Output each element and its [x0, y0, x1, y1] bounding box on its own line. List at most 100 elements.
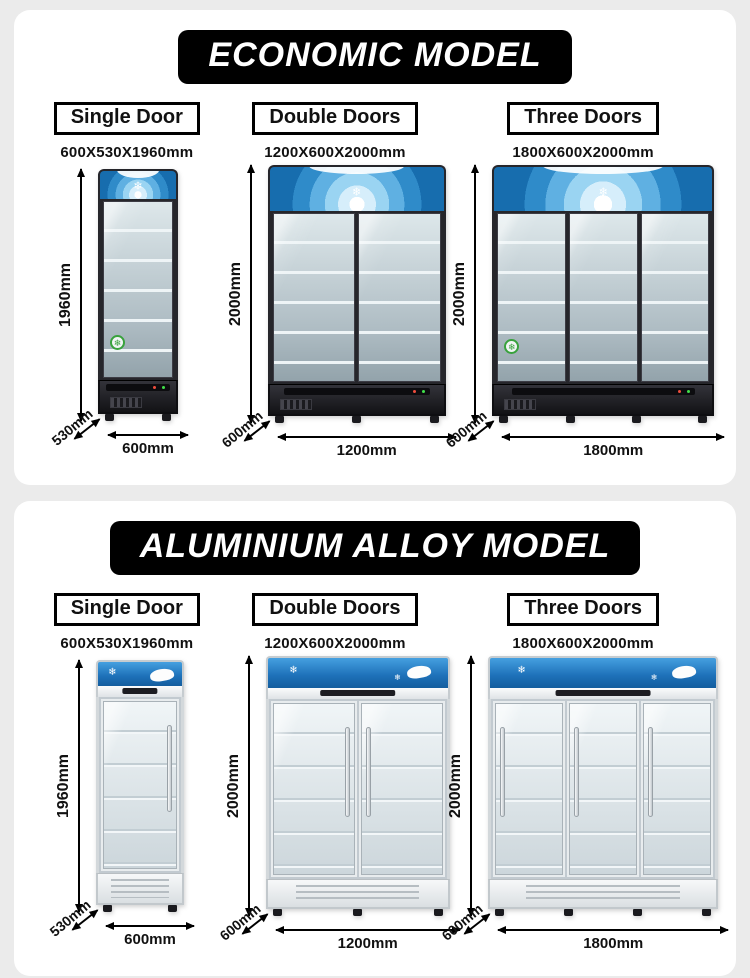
product-figure: 2000mm ❄ 600mm	[218, 163, 457, 473]
fridge-illustration: ❄	[96, 660, 184, 912]
fridge-base-panel	[492, 384, 715, 416]
fridge-light-box: ❄	[492, 165, 715, 211]
snowflake-icon: ❄	[352, 186, 362, 199]
product-aluminium-single-door: Single Door 600X530X1960mm 1960mm ❄	[34, 593, 220, 964]
controller-strip	[106, 384, 170, 391]
fridge-feet	[492, 416, 714, 423]
fridge-base-panel	[265, 879, 450, 909]
glass-door	[101, 699, 179, 871]
swan-icon	[406, 664, 433, 681]
width-dimension-label: 1200mm	[336, 442, 397, 459]
control-band	[265, 688, 450, 699]
product-type-label: Three Doors	[507, 102, 660, 135]
vent-grille-icon	[504, 399, 537, 410]
snowflake-icon: ❄	[650, 672, 658, 682]
section-aluminium-alloy-model: ALUMINIUM ALLOY MODEL Single Door 600X53…	[14, 501, 736, 976]
glass-door	[567, 701, 640, 877]
fridge-illustration: ❄ ❄	[98, 169, 178, 421]
fridge-feet	[266, 909, 450, 916]
swan-icon	[149, 666, 176, 683]
height-arrow	[244, 655, 253, 917]
fridge-foot	[274, 416, 284, 423]
fridge-foot	[631, 416, 641, 423]
door-handle	[648, 727, 654, 817]
section-banner: ALUMINIUM ALLOY MODEL	[109, 521, 641, 575]
section-economic-model: ECONOMIC MODEL Single Door 600X530X1960m…	[14, 10, 736, 485]
glass-door-area	[267, 211, 446, 384]
controller-strip	[555, 690, 651, 696]
product-size-label: 600X530X1960mm	[60, 144, 194, 161]
controller-strip	[283, 388, 430, 395]
glass-door-area	[96, 697, 184, 873]
width-arrow	[274, 926, 461, 934]
width-arrow	[501, 433, 726, 441]
height-arrow	[77, 168, 85, 422]
glass-door	[270, 701, 357, 877]
control-band	[96, 686, 184, 697]
snowflake-icon: ❄	[394, 672, 401, 682]
width-dimension-label: 600mm	[124, 931, 176, 948]
snowflake-sticker: ❄	[504, 339, 520, 354]
product-figure: 2000mm ❄ ❄	[216, 654, 461, 964]
product-row: Single Door 600X530X1960mm 1960mm ❄ ❄	[26, 102, 726, 473]
width-dimension-label: 1800mm	[583, 935, 644, 952]
product-economic-three-doors: Three Doors 1800X600X2000mm 2000mm ❄ ❄	[443, 102, 726, 473]
control-band	[488, 688, 719, 699]
height-dimension-label: 1960mm	[55, 753, 72, 819]
fridge-illustration: ❄ ❄	[265, 656, 450, 916]
swan-icon	[671, 664, 697, 681]
glass-door-area: ❄	[492, 211, 715, 384]
fridge-foot	[103, 905, 112, 912]
product-figure: 2000mm ❄ ❄	[443, 163, 726, 473]
fridge-foot	[168, 905, 177, 912]
section-banner: ECONOMIC MODEL	[178, 30, 572, 84]
fridge-foot	[433, 909, 443, 916]
product-size-label: 600X530X1960mm	[60, 635, 194, 652]
fridge-light-box: ❄	[98, 169, 178, 199]
fridge-base-panel	[96, 873, 184, 905]
product-type-label: Single Door	[53, 102, 200, 135]
fridge-foot	[353, 909, 363, 916]
product-size-label: 1800X600X2000mm	[512, 144, 654, 161]
height-dimension-label: 2000mm	[447, 753, 465, 819]
fridge-base-panel	[267, 384, 446, 416]
product-aluminium-double-doors: Double Doors 1200X600X2000mm 2000mm ❄ ❄	[216, 593, 461, 964]
fridge-feet	[268, 416, 446, 423]
product-type-label: Double Doors	[252, 102, 418, 135]
width-dimension-label: 1800mm	[583, 442, 644, 459]
fridge-illustration: ❄ ❄	[488, 656, 719, 916]
glass-door	[103, 201, 173, 378]
product-type-label: Double Doors	[252, 593, 418, 626]
fridge-base-panel	[98, 380, 178, 414]
vent-grille-icon	[279, 399, 312, 410]
door-handle	[574, 727, 580, 817]
door-handle	[500, 727, 506, 817]
fridge-foot	[702, 909, 712, 916]
fridge-foot	[495, 909, 505, 916]
snowflake-icon: ❄	[108, 667, 117, 679]
fridge-header-panel: ❄	[96, 660, 184, 686]
louver-grille-icon	[296, 885, 419, 902]
product-figure: 2000mm ❄ ❄	[439, 654, 730, 964]
fridge-foot	[499, 416, 509, 423]
snowflake-icon: ❄	[598, 186, 608, 199]
product-size-label: 1200X600X2000mm	[264, 144, 406, 161]
product-type-label: Single Door	[53, 593, 200, 626]
product-row: Single Door 600X530X1960mm 1960mm ❄	[26, 593, 730, 964]
product-figure: 1960mm ❄ ❄ 530mm	[34, 163, 220, 473]
fridge-foot	[698, 416, 708, 423]
fridge-foot	[633, 909, 643, 916]
fridge-illustration: ❄ ❄	[492, 165, 715, 423]
width-dimension-label: 1200mm	[337, 935, 398, 952]
louver-grille-icon	[111, 879, 169, 898]
door-handle	[167, 724, 172, 812]
height-dimension-label: 2000mm	[226, 261, 244, 327]
product-economic-double-doors: Double Doors 1200X600X2000mm 2000mm ❄	[218, 102, 457, 473]
width-arrow	[497, 926, 730, 934]
controller-strip	[511, 388, 695, 395]
glass-door	[497, 213, 566, 382]
fridge-feet	[96, 905, 184, 912]
door-handle	[344, 727, 350, 817]
height-arrow	[467, 655, 476, 917]
height-dimension-label: 2000mm	[451, 261, 469, 327]
